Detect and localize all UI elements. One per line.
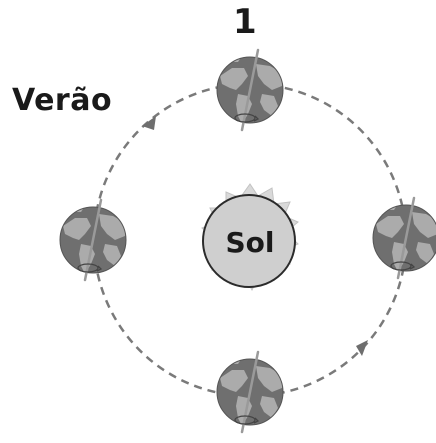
- orbit-direction-arrow-icon: [142, 116, 156, 130]
- season-label: Verão: [12, 83, 113, 118]
- earth-icon: [217, 50, 284, 130]
- earth-icon: [60, 200, 127, 280]
- orbit-direction-arrow-icon: [356, 340, 368, 356]
- earth-icon: [373, 198, 436, 278]
- position-number-label: 1: [233, 2, 257, 42]
- earth-icon: [217, 352, 284, 432]
- sun-icon: [201, 183, 299, 292]
- sun-label: Sol: [226, 226, 275, 259]
